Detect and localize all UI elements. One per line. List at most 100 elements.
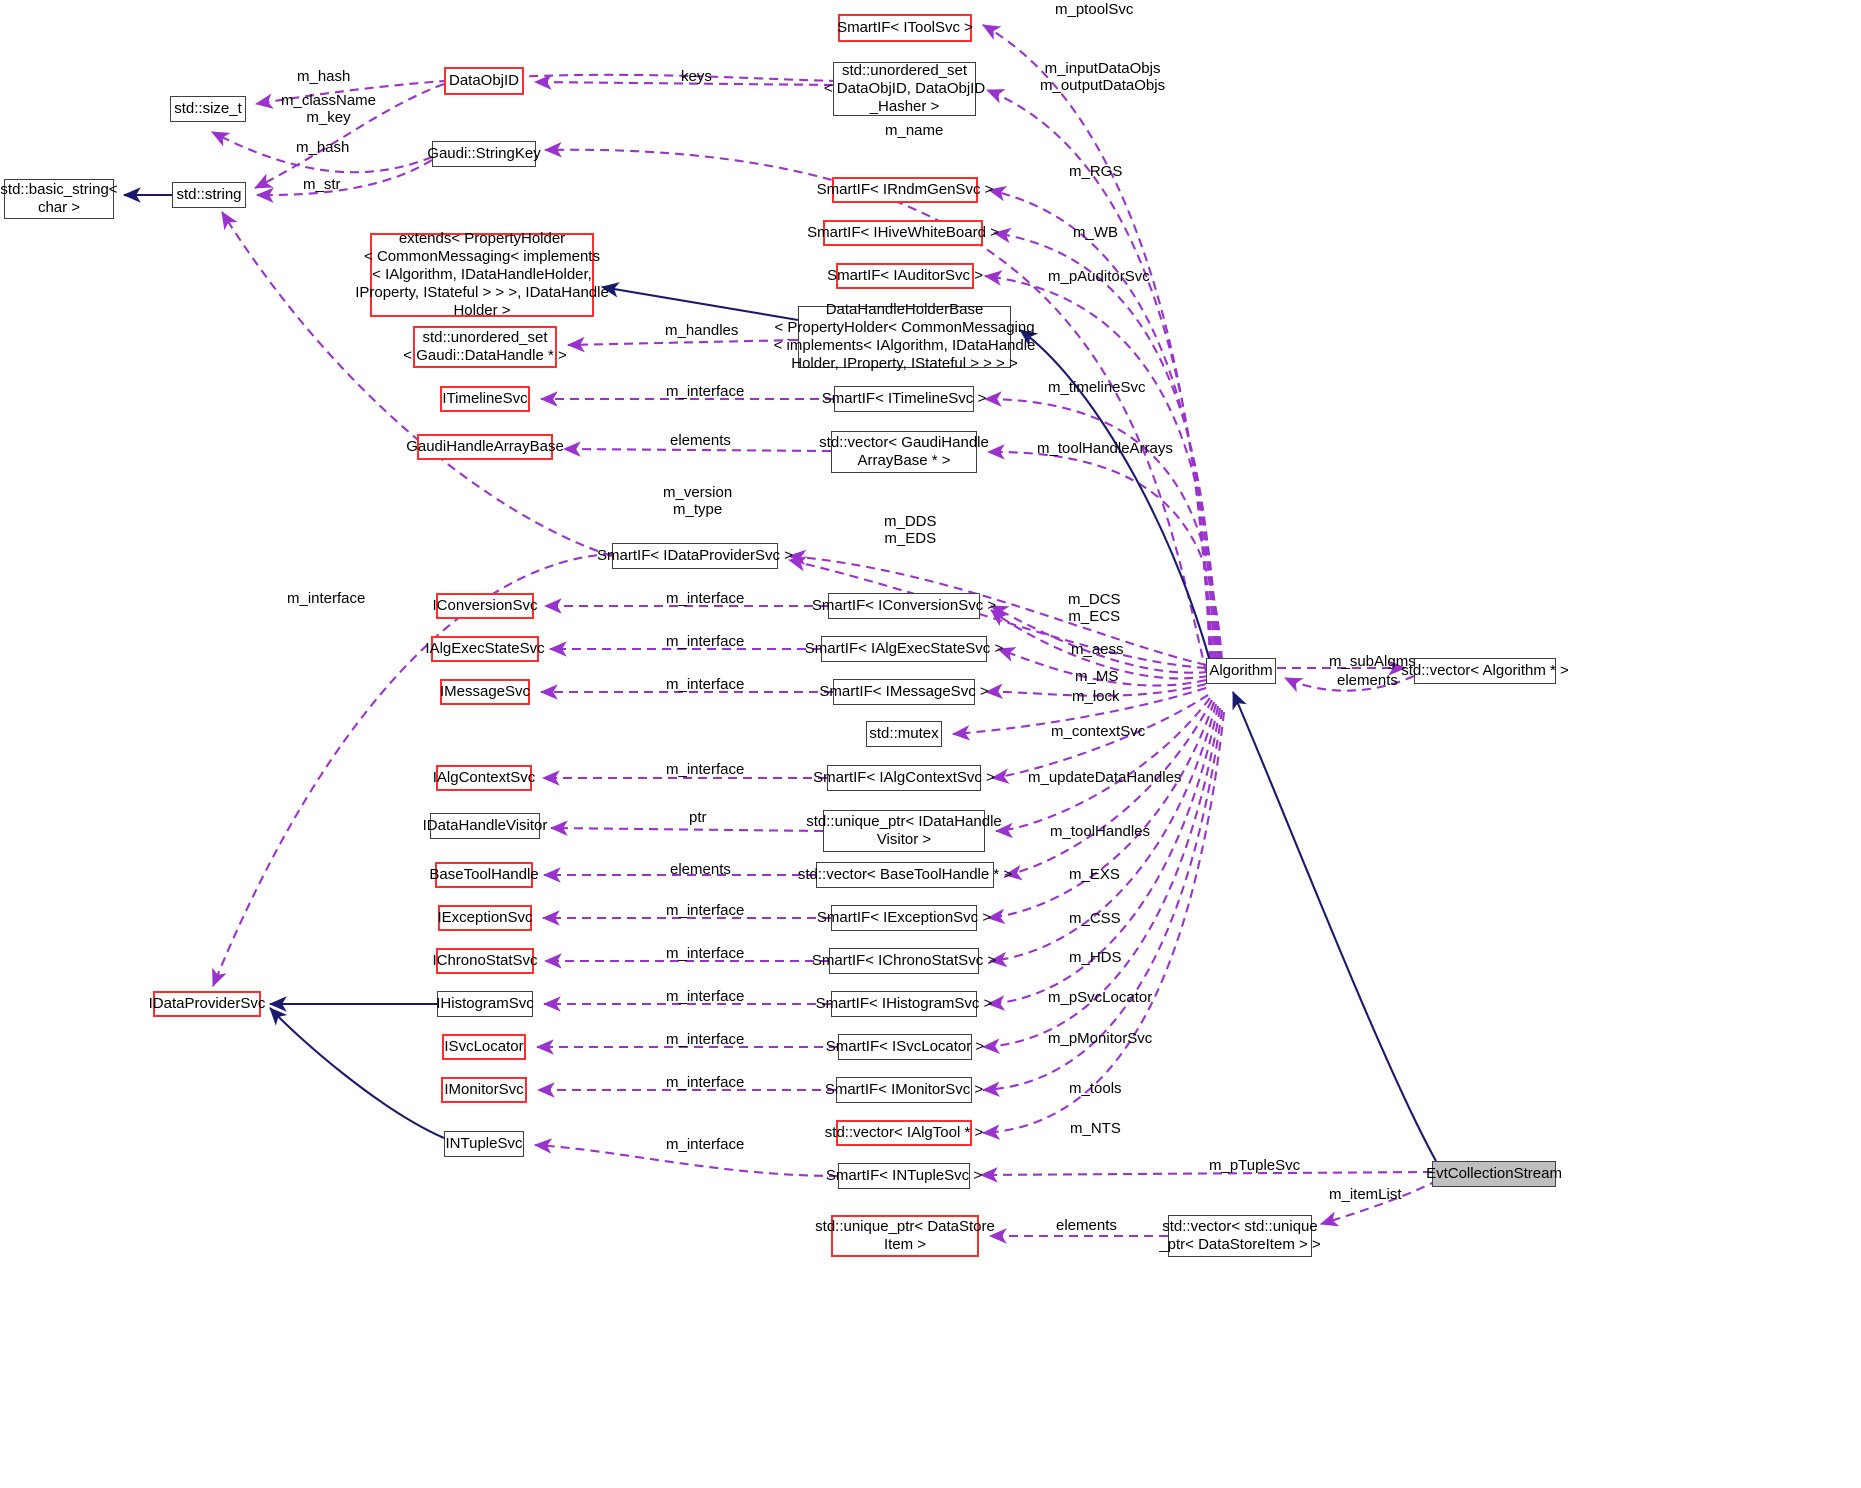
class-node-std_string[interactable]: std::string	[172, 182, 246, 208]
edge-label-lbl_m_ms: m_MS	[1075, 668, 1119, 685]
class-node-vector_basetoolhandle[interactable]: std::vector< BaseToolHandle * >	[798, 862, 1012, 888]
class-node-idataprovidersvc[interactable]: IDataProviderSvc	[149, 991, 265, 1017]
class-node-smartif_isvclocator[interactable]: SmartIF< ISvcLocator >	[826, 1034, 984, 1060]
class-node-smartif_ihistogramsvc[interactable]: SmartIF< IHistogramSvc >	[816, 991, 992, 1017]
edge-label-lbl_elements_alg: elements	[1337, 672, 1398, 689]
edge-label-lbl_m_contextsvc: m_contextSvc	[1051, 723, 1146, 740]
class-node-vector_unique_ptr_item[interactable]: std::vector< std::unique _ptr< DataStore…	[1159, 1215, 1321, 1257]
class-node-smartif_imonitorsvc[interactable]: SmartIF< IMonitorSvc >	[825, 1077, 983, 1103]
class-node-itimelinesvc[interactable]: ITimelineSvc	[440, 386, 530, 412]
class-node-intuplesvc[interactable]: INTupleSvc	[444, 1131, 524, 1157]
edge-label-lbl_m_dds_eds: m_DDS m_EDS	[884, 513, 937, 547]
class-node-basetoolhandle[interactable]: BaseToolHandle	[429, 862, 539, 888]
edge-label-lbl_m_nts: m_NTS	[1070, 1120, 1121, 1137]
edge-label-lbl_ptr: ptr	[689, 809, 707, 826]
edge-label-lbl_m_dcs_ecs: m_DCS m_ECS	[1068, 591, 1121, 625]
class-node-smartif_iexceptionsvc[interactable]: SmartIF< IExceptionSvc >	[817, 905, 991, 931]
class-node-gaudihandlearraybase[interactable]: GaudiHandleArrayBase	[406, 434, 564, 460]
class-node-evtcollectionstream[interactable]: EvtCollectionStream	[1426, 1161, 1562, 1187]
inheritance-edges	[122, 187, 1437, 1162]
class-node-unique_ptr_visitor[interactable]: std::unique_ptr< IDataHandle Visitor >	[806, 810, 1002, 852]
class-node-smartif_itoolsvc[interactable]: SmartIF< IToolSvc >	[837, 14, 973, 42]
edge-label-lbl_m_itemlist: m_itemList	[1329, 1186, 1402, 1203]
class-node-gaudi_stringkey[interactable]: Gaudi::StringKey	[427, 141, 541, 167]
edge-label-lbl_m_subalgms: m_subAlgms	[1329, 653, 1416, 670]
class-node-extends_propertyholder[interactable]: extends< PropertyHolder < CommonMessagin…	[355, 230, 609, 319]
class-node-vector_ialgtool[interactable]: std::vector< IAlgTool * >	[825, 1120, 983, 1146]
edge-label-lbl_m_updatedatahandles: m_updateDataHandles	[1028, 769, 1182, 786]
edge-label-lbl_m_classname_key: m_className m_key	[281, 92, 377, 126]
edge-label-lbl_elements_gha: elements	[670, 432, 731, 449]
class-node-datahandleholderbase[interactable]: DataHandleHolderBase < PropertyHolder< C…	[773, 301, 1036, 372]
class-node-iconversionsvc[interactable]: IConversionSvc	[432, 593, 538, 619]
edge-label-lbl_elements_item: elements	[1056, 1217, 1117, 1234]
edge-label-lbl_m_ptoolsvc: m_ptoolSvc	[1055, 1, 1134, 18]
edge-label-lbl_m_name: m_name	[885, 122, 944, 139]
class-node-vector_algorithm[interactable]: std::vector< Algorithm * >	[1401, 658, 1569, 684]
class-node-isvclocator[interactable]: ISvcLocator	[442, 1034, 526, 1060]
edge-label-lbl_m_inputoutput: m_inputDataObjs m_outputDataObjs	[1040, 60, 1166, 94]
edge-label-lbl_m_interface_ntuple: m_interface	[666, 1136, 745, 1153]
class-node-dataobjid[interactable]: DataObjID	[444, 67, 524, 95]
edge-label-lbl_m_interface_chrono: m_interface	[666, 945, 745, 962]
class-node-smartif_iauditorsvc[interactable]: SmartIF< IAuditorSvc >	[827, 263, 983, 289]
class-node-ialgcontextsvc[interactable]: IAlgContextSvc	[433, 765, 535, 791]
edge-label-lbl_m_handles: m_handles	[665, 322, 739, 339]
edge-label-lbl_m_hash_mid: m_hash	[296, 139, 350, 156]
edge-label-lbl_m_rgs: m_RGS	[1069, 163, 1123, 180]
class-node-unique_ptr_datastoreitem[interactable]: std::unique_ptr< DataStore Item >	[815, 1215, 995, 1257]
edge-label-lbl_m_ptuplesvc: m_pTupleSvc	[1209, 1157, 1301, 1174]
class-node-smartif_iconversionsvc[interactable]: SmartIF< IConversionSvc >	[812, 593, 996, 619]
class-node-smartif_ialgcontextsvc[interactable]: SmartIF< IAlgContextSvc >	[813, 765, 995, 791]
class-node-imonitorsvc[interactable]: IMonitorSvc	[441, 1077, 527, 1103]
edge-label-lbl_m_hds: m_HDS	[1069, 949, 1122, 966]
class-node-ichronostatsvc[interactable]: IChronoStatSvc	[432, 948, 538, 974]
class-node-unordered_set_handle[interactable]: std::unordered_set < Gaudi::DataHandle *…	[403, 326, 567, 368]
class-node-ialgexecstatesvc[interactable]: IAlgExecStateSvc	[425, 636, 545, 662]
class-node-basic_string_char[interactable]: std::basic_string< char >	[0, 179, 118, 219]
class-node-smartif_ichronostatsvc[interactable]: SmartIF< IChronoStatSvc >	[812, 948, 996, 974]
edge-label-lbl_m_interface_aess: m_interface	[666, 633, 745, 650]
class-node-vector_gaudihandlearray[interactable]: std::vector< GaudiHandle ArrayBase * >	[819, 431, 989, 473]
edge-label-lbl_m_pmonitorsvc: m_pMonitorSvc	[1048, 1030, 1153, 1047]
edge-label-lbl_m_tools: m_tools	[1069, 1080, 1122, 1097]
class-node-smartif_imessagesvc[interactable]: SmartIF< IMessageSvc >	[819, 679, 989, 705]
edge-label-lbl_m_psvclocator: m_pSvcLocator	[1048, 989, 1153, 1006]
edge-label-lbl_keys: keys	[681, 68, 712, 85]
edge-label-lbl_m_interface_hist: m_interface	[666, 988, 745, 1005]
edge-label-lbl_m_interface_conv: m_interface	[666, 590, 745, 607]
class-node-iexceptionsvc[interactable]: IExceptionSvc	[437, 905, 533, 931]
edge-label-lbl_m_interface_left: m_interface	[287, 590, 366, 607]
edge-label-lbl_m_interface_ctx: m_interface	[666, 761, 745, 778]
edge-label-lbl_elements_bth: elements	[670, 861, 731, 878]
class-node-size_t[interactable]: std::size_t	[170, 96, 246, 122]
class-node-smartif_idataprovidersvc[interactable]: SmartIF< IDataProviderSvc >	[597, 543, 793, 569]
edge-label-lbl_m_css: m_CSS	[1069, 910, 1121, 927]
edge-label-lbl_m_timelinesvc: m_timelineSvc	[1048, 379, 1146, 396]
class-node-smartif_itimelinesvc[interactable]: SmartIF< ITimelineSvc >	[822, 386, 986, 412]
edge-label-lbl_m_interface_svcloc: m_interface	[666, 1031, 745, 1048]
class-node-smartif_ialgexecstatesvc[interactable]: SmartIF< IAlgExecStateSvc >	[805, 636, 1003, 662]
edge-label-lbl_m_interface_mon: m_interface	[666, 1074, 745, 1091]
edge-label-lbl_m_toolhandlearrays: m_toolHandleArrays	[1037, 440, 1173, 457]
edge-label-lbl_m_interface_timeline: m_interface	[666, 383, 745, 400]
class-node-smartif_ihivewhiteboard[interactable]: SmartIF< IHiveWhiteBoard >	[807, 220, 999, 246]
class-node-ihistogramsvc[interactable]: IHistogramSvc	[436, 991, 534, 1017]
edge-label-lbl_m_hash_top: m_hash	[297, 68, 351, 85]
class-node-smartif_intuplesvc[interactable]: SmartIF< INTupleSvc >	[826, 1163, 982, 1189]
class-node-idatahandlevisitor[interactable]: IDataHandleVisitor	[423, 813, 547, 839]
edge-label-lbl_m_toolhandles: m_toolHandles	[1050, 823, 1151, 840]
class-node-unordered_set_dataobjid[interactable]: std::unordered_set < DataObjID, DataObjI…	[823, 62, 986, 116]
edge-label-lbl_m_lock: m_lock	[1072, 688, 1120, 705]
class-node-std_mutex[interactable]: std::mutex	[866, 721, 942, 747]
edge-label-lbl_m_interface_exc: m_interface	[666, 902, 745, 919]
edge-label-lbl_m_exs: m_EXS	[1069, 866, 1120, 883]
class-node-algorithm[interactable]: Algorithm	[1206, 658, 1276, 684]
class-node-imessagesvc[interactable]: IMessageSvc	[440, 679, 530, 705]
edge-label-lbl_m_wb: m_WB	[1073, 224, 1118, 241]
edge-label-lbl_m_pauditorsvc: m_pAuditorSvc	[1048, 268, 1150, 285]
edge-label-lbl_m_version_type: m_version m_type	[663, 484, 733, 518]
edge-label-lbl_m_interface_msg: m_interface	[666, 676, 745, 693]
class-node-smartif_irndmgensvc[interactable]: SmartIF< IRndmGenSvc >	[817, 177, 993, 203]
